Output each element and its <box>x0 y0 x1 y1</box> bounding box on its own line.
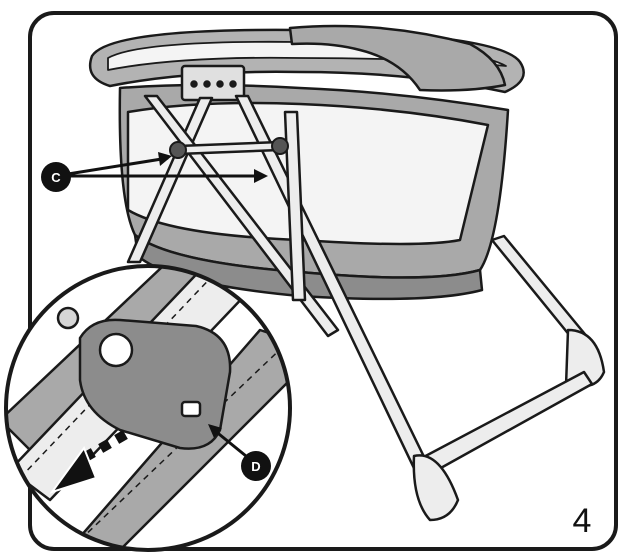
callout-d-label: D <box>251 459 260 474</box>
bassinet <box>88 24 525 301</box>
callout-c: C <box>41 152 268 192</box>
canopy-hood <box>288 24 507 92</box>
callout-c-label: C <box>51 170 61 185</box>
callout-c-badge <box>41 162 71 192</box>
release-direction-arrow-icon <box>49 430 128 494</box>
joint-lock-right <box>271 137 289 155</box>
arrow-icon <box>67 156 169 176</box>
callout-d-badge <box>241 451 271 481</box>
joint-lock-left <box>169 141 187 159</box>
zoom-rivet <box>56 306 80 330</box>
zoom-detail: D <box>4 264 292 552</box>
leg-back-left <box>143 94 340 338</box>
zoom-border <box>4 264 292 552</box>
foot-front <box>412 454 460 522</box>
leg-back-right <box>283 110 307 302</box>
zoom-release-button <box>180 400 202 418</box>
joint-locks <box>169 137 289 159</box>
zoom-pivot-hole <box>98 332 134 368</box>
center-bracket <box>180 64 246 102</box>
step-number: 4 <box>573 502 592 540</box>
arrow-icon <box>213 428 247 458</box>
